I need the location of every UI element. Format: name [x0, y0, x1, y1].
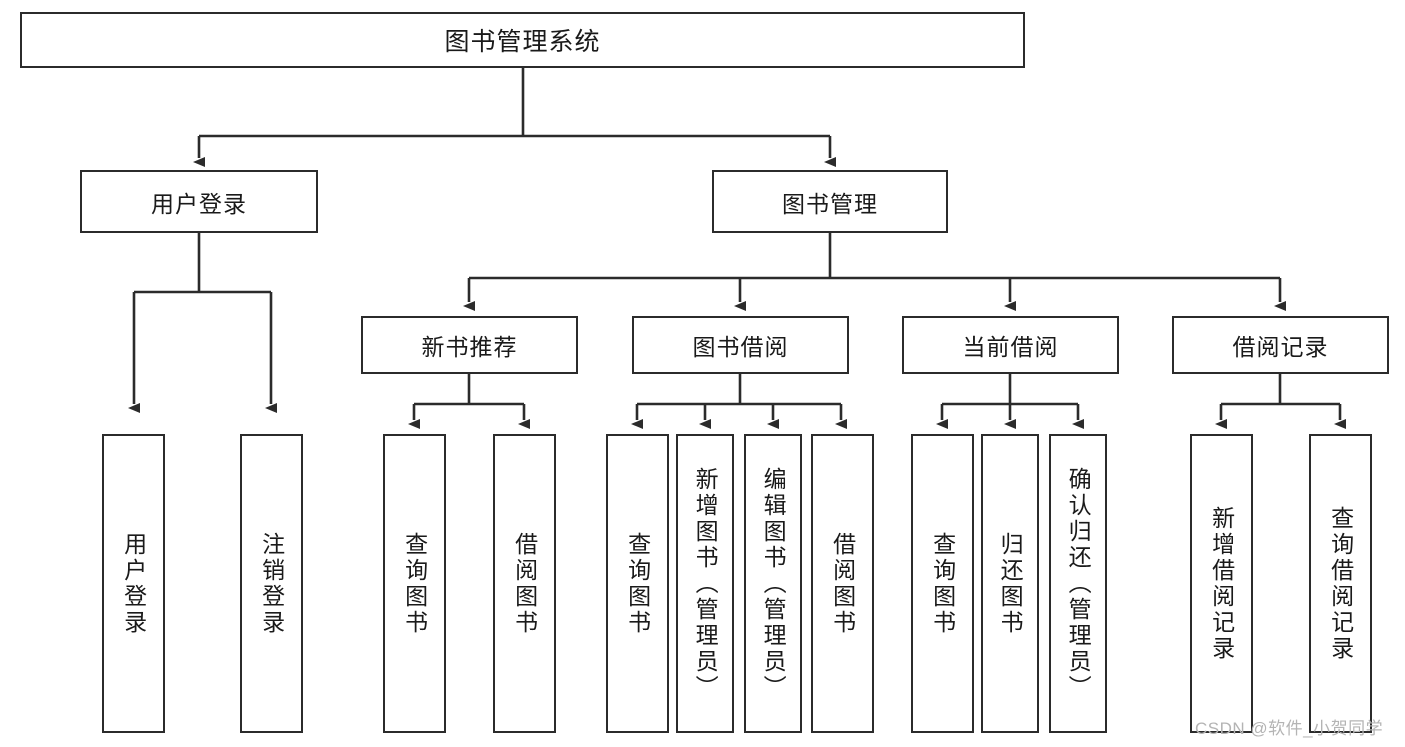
node-leaf-borrow-book-2-label: 借阅图书: [829, 531, 856, 636]
csdn-watermark: CSDN @软件_小贺同学: [1195, 714, 1383, 739]
node-leaf-query-borrow-record[interactable]: 查询借阅记录: [1309, 434, 1372, 733]
node-root[interactable]: 图书管理系统: [20, 12, 1025, 68]
node-leaf-query-book-3-label: 查询图书: [929, 531, 956, 636]
node-user-login[interactable]: 用户登录: [80, 170, 318, 233]
node-leaf-borrow-book-2[interactable]: 借阅图书: [811, 434, 874, 733]
node-leaf-return-book[interactable]: 归还图书: [981, 434, 1039, 733]
node-leaf-add-book[interactable]: 新增图书（管理员）: [676, 434, 734, 733]
node-leaf-edit-book[interactable]: 编辑图书（管理员）: [744, 434, 802, 733]
node-leaf-borrow-book-1-label: 借阅图书: [511, 531, 538, 636]
node-current-borrow[interactable]: 当前借阅: [902, 316, 1119, 374]
node-new-book-recommend-label: 新书推荐: [421, 334, 518, 360]
node-leaf-query-book-1[interactable]: 查询图书: [383, 434, 446, 733]
node-leaf-user-login-label: 用户登录: [120, 531, 147, 636]
node-leaf-logout-login-label: 注销登录: [258, 531, 285, 636]
node-leaf-borrow-book-1[interactable]: 借阅图书: [493, 434, 556, 733]
node-leaf-confirm-return[interactable]: 确认归还（管理员）: [1049, 434, 1107, 733]
node-leaf-edit-book-label: 编辑图书（管理员）: [760, 466, 787, 701]
node-leaf-query-book-3[interactable]: 查询图书: [911, 434, 974, 733]
node-user-login-label: 用户登录: [151, 190, 247, 217]
node-leaf-add-book-label: 新增图书（管理员）: [692, 466, 719, 701]
node-book-management-label: 图书管理: [782, 190, 878, 217]
node-leaf-confirm-return-label: 确认归还（管理员）: [1065, 466, 1092, 701]
node-leaf-query-borrow-record-label: 查询借阅记录: [1327, 505, 1354, 662]
node-borrow-record-label: 借阅记录: [1232, 334, 1329, 360]
node-current-borrow-label: 当前借阅: [962, 334, 1059, 360]
csdn-watermark-text: CSDN @软件_小贺同学: [1195, 719, 1384, 738]
node-leaf-query-book-2-label: 查询图书: [624, 531, 651, 636]
node-leaf-add-borrow-record[interactable]: 新增借阅记录: [1190, 434, 1253, 733]
node-root-label: 图书管理系统: [444, 28, 601, 56]
node-leaf-add-borrow-record-label: 新增借阅记录: [1208, 505, 1235, 662]
node-borrow-record[interactable]: 借阅记录: [1172, 316, 1389, 374]
node-book-borrow-label: 图书借阅: [692, 334, 789, 360]
node-leaf-query-book-1-label: 查询图书: [401, 531, 428, 636]
node-book-borrow[interactable]: 图书借阅: [632, 316, 849, 374]
node-leaf-query-book-2[interactable]: 查询图书: [606, 434, 669, 733]
node-new-book-recommend[interactable]: 新书推荐: [361, 316, 578, 374]
node-book-management[interactable]: 图书管理: [712, 170, 948, 233]
node-leaf-return-book-label: 归还图书: [997, 531, 1024, 636]
node-leaf-logout-login[interactable]: 注销登录: [240, 434, 303, 733]
node-leaf-user-login[interactable]: 用户登录: [102, 434, 165, 733]
